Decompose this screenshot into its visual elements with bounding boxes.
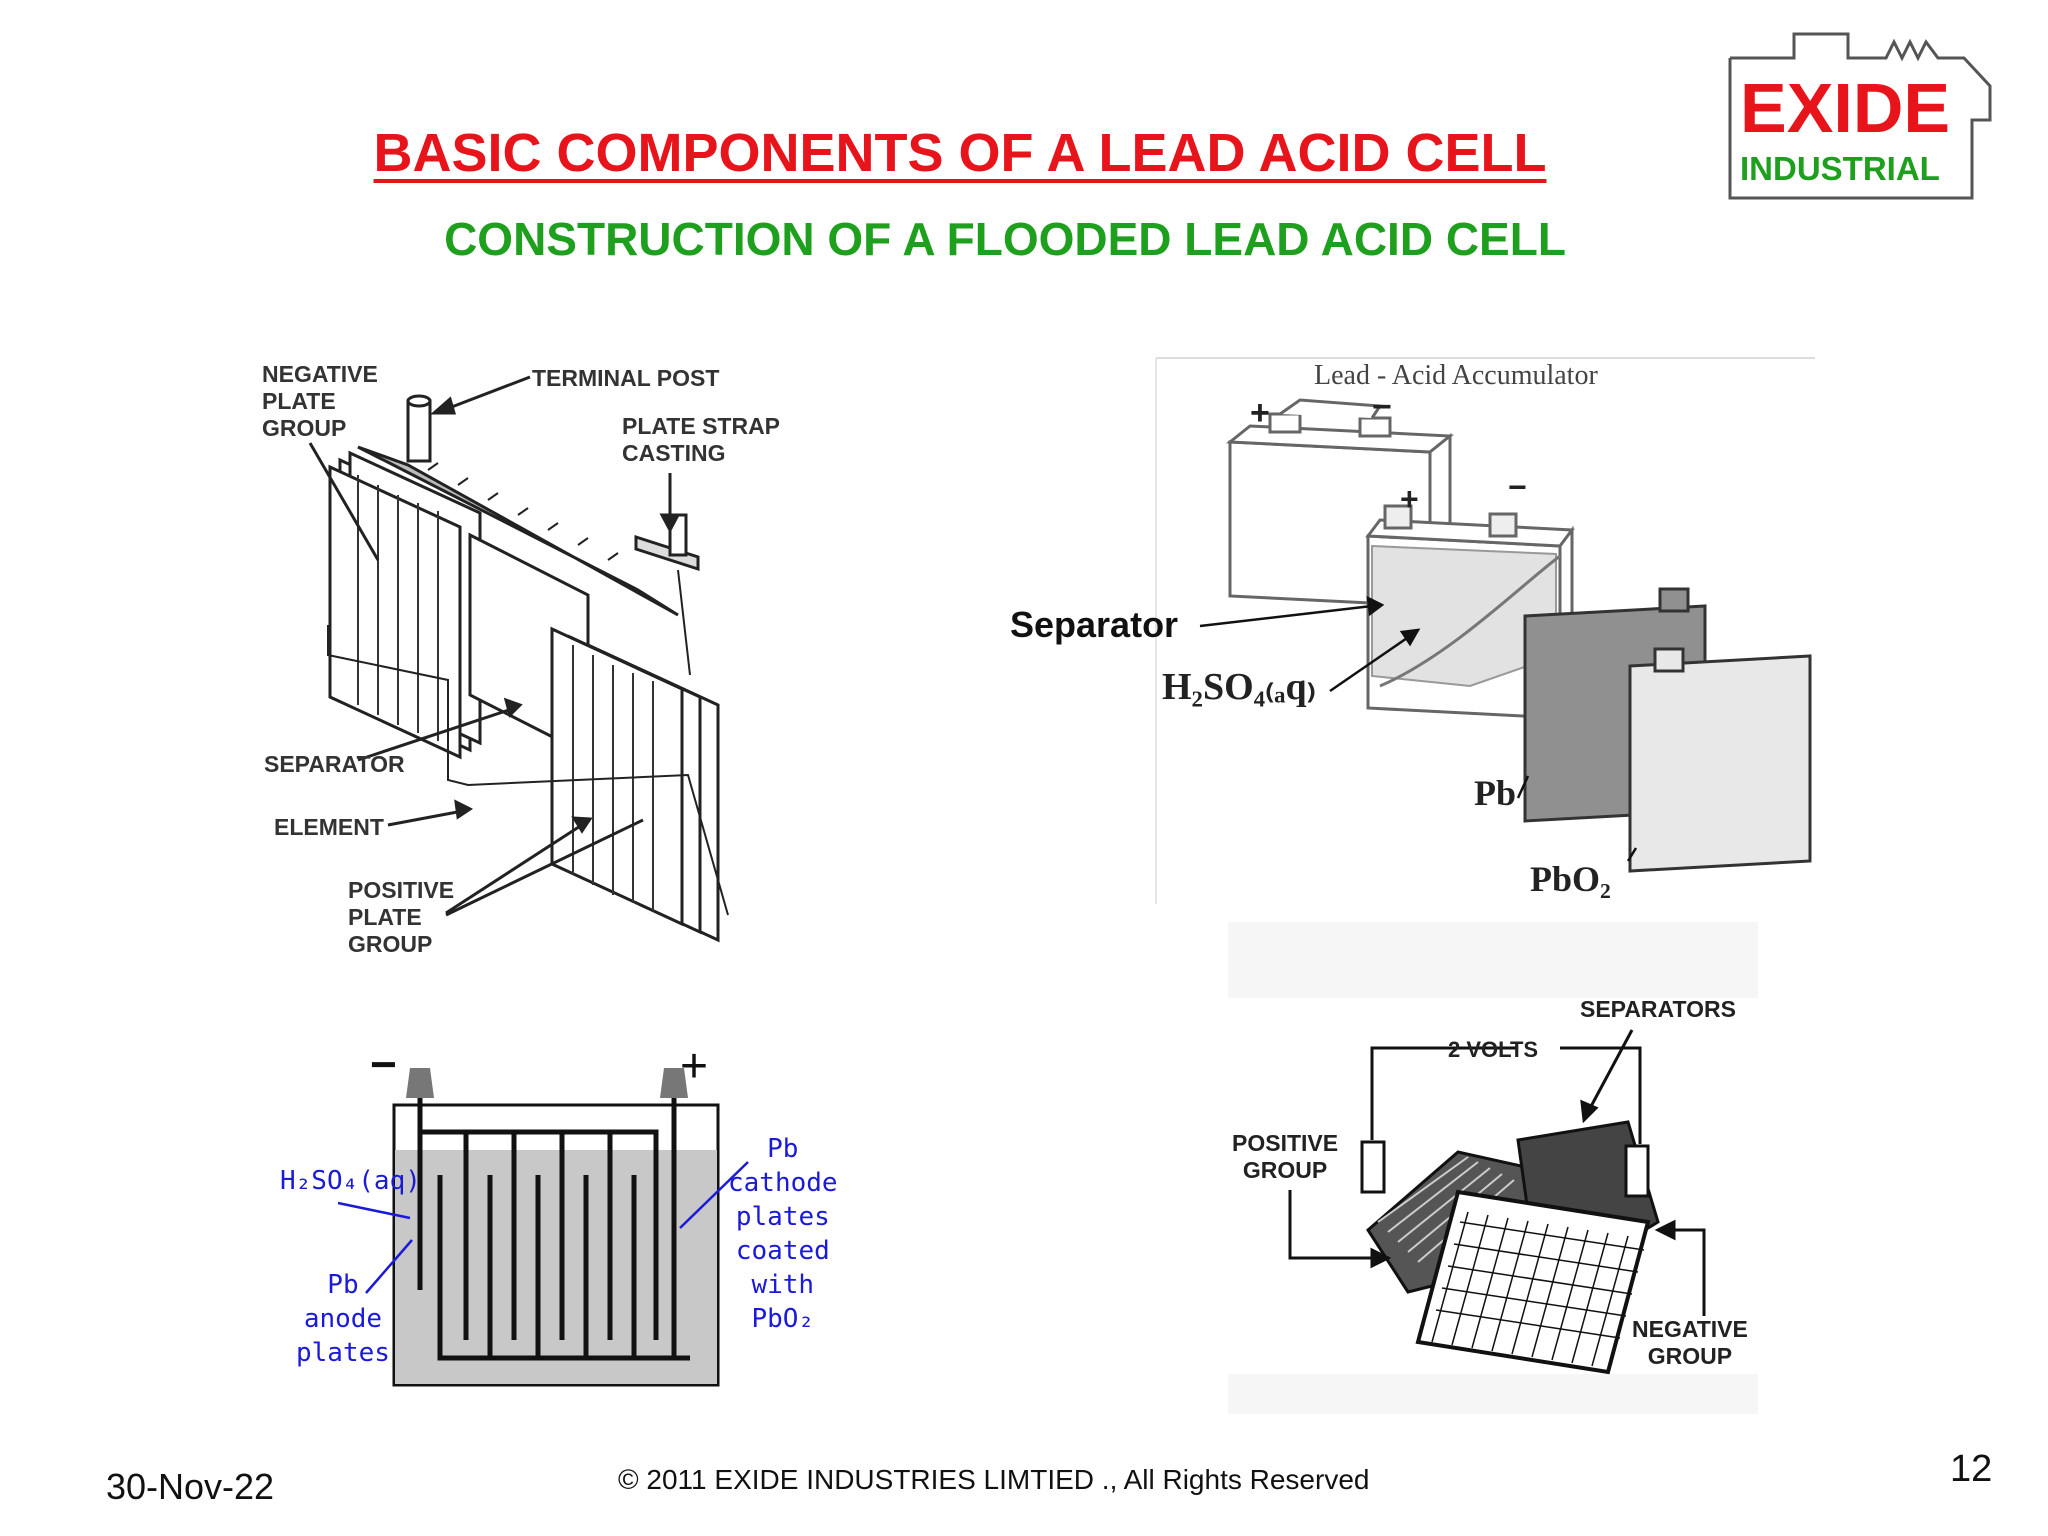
anode-line1: Pb (327, 1270, 359, 1300)
negative-group-line1: NEGATIVE (1632, 1316, 1748, 1342)
positive-label-line3: GROUP (348, 931, 433, 957)
page-subtitle: CONSTRUCTION OF A FLOODED LEAD ACID CELL (444, 213, 1566, 265)
anode-line3: plates (296, 1338, 390, 1368)
plate-groups-diagram: SEPARATORS 2 VOLTS POSITIVE GROUP NEGATI… (1228, 922, 1758, 1414)
cell-plus-sign: + (1400, 481, 1419, 517)
terminal-post-label: TERMINAL POST (532, 365, 720, 391)
negative-group-label: NEGATIVE GROUP (1632, 1316, 1748, 1370)
separator-label: SEPARATOR (264, 751, 405, 777)
negative-label-line2: PLATE (262, 388, 336, 414)
anode-label: Pb anode plates (296, 1268, 390, 1370)
cathode-line6: PbO₂ (751, 1304, 815, 1334)
positive-group-line2: GROUP (1242, 1157, 1328, 1183)
cathode-line1: Pb (767, 1134, 799, 1164)
accumulator-heading: Lead - Acid Accumulator (1314, 360, 1598, 391)
negative-plate-group-label: NEGATIVE PLATE GROUP (262, 361, 378, 442)
schematic-cell-diagram: − + H₂SO₄(aq) Pb anode plates Pb cathode… (270, 1038, 850, 1410)
plate-strap-line1: PLATE STRAP (622, 413, 781, 439)
plate-strap-casting-label: PLATE STRAP CASTING (622, 413, 780, 467)
case-plus-sign: + (1250, 394, 1270, 432)
footer-copyright: © 2011 EXIDE INDUSTRIES LIMTIED ., All R… (618, 1464, 1370, 1495)
cathode-line3: plates (735, 1202, 830, 1232)
cathode-label: Pb cathode plates coated with PbO₂ (728, 1132, 838, 1336)
positive-label-line2: PLATE (348, 904, 422, 930)
page-title: BASIC COMPONENTS OF A LEAD ACID CELL (373, 123, 1547, 183)
element-label: ELEMENT (274, 814, 384, 840)
exide-logo: EXIDE INDUSTRIAL (1726, 28, 1996, 200)
schematic-plus-sign: + (680, 1040, 708, 1093)
positive-group-label: POSITIVE GROUP (1232, 1130, 1338, 1184)
two-volts-label: 2 VOLTS (1448, 1037, 1539, 1062)
positive-plate-group-label: POSITIVE PLATE GROUP (348, 877, 454, 958)
positive-group-line1: POSITIVE (1232, 1130, 1339, 1156)
schematic-minus-sign: − (370, 1040, 397, 1090)
element-diagram: NEGATIVE PLATE GROUP TERMINAL POST PLATE… (258, 355, 818, 975)
case-minus-sign: − (1372, 388, 1392, 426)
separators-label: SEPARATORS (1580, 996, 1736, 1022)
negative-label-line3: GROUP (262, 415, 347, 441)
cell-minus-sign: − (1508, 469, 1527, 505)
logo-industrial-text: INDUSTRIAL (1740, 150, 1940, 187)
anode-line2: anode (303, 1304, 383, 1334)
footer-date: 30-Nov-22 (106, 1466, 275, 1507)
accumulator-drawing: + − + − (1155, 357, 1815, 904)
plate-strap-line2: CASTING (622, 440, 726, 466)
positive-label-line1: POSITIVE (348, 877, 455, 903)
separator-callout: Separator (1010, 604, 1179, 645)
element-drawing (308, 375, 729, 943)
schematic-drawing: − + (337, 1038, 749, 1387)
accumulator-diagram: + − + − Lead - Acid Accumulator Separato… (1000, 356, 1820, 906)
negative-group-line2: GROUP (1647, 1343, 1733, 1369)
page-number: 12 (1950, 1448, 1993, 1490)
cathode-line2: cathode (728, 1168, 838, 1198)
plate-groups-drawing (1228, 922, 1758, 1414)
negative-label-line1: NEGATIVE (262, 361, 378, 387)
cathode-line5: with (751, 1270, 815, 1300)
pbo2-plate-label: PbO₂ (1530, 859, 1611, 899)
logo-frame: EXIDE INDUSTRIAL (1728, 32, 1992, 200)
logo-exide-text: EXIDE (1740, 69, 1950, 147)
schematic-electrolyte-label: H₂SO₄(aq) (280, 1166, 421, 1196)
cathode-line4: coated (735, 1236, 830, 1266)
electrolyte-label: H₂SO₄₍ₐq₎ (1162, 666, 1316, 708)
pb-plate-label: Pb (1474, 773, 1517, 813)
